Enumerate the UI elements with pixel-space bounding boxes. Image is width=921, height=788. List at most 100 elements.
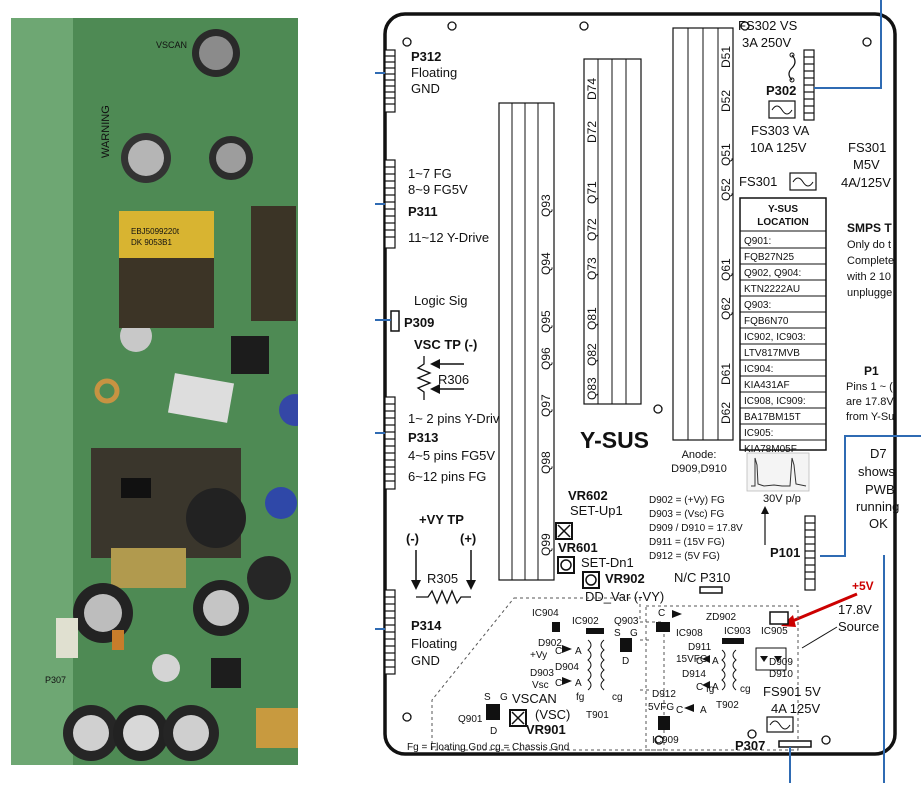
q903-chip [620, 638, 632, 652]
ic908-chip [656, 622, 670, 632]
p314-desc2: GND [411, 653, 440, 668]
schematic-labels: IC904 IC902 Q903 S G D D902 +Vy C A D904… [458, 608, 793, 746]
fg-label-1: fg [576, 692, 584, 703]
r306-label: R306 [438, 372, 469, 387]
table-row-8: IC904: [744, 364, 773, 375]
table-row-12: IC905: [744, 428, 773, 439]
p313-name: P313 [408, 430, 438, 445]
ysus-diagram-svg: P312 Floating GND 1~7 FG 8~9 FG5V P311 1… [375, 0, 921, 783]
heatsink-column-2: D74 D72 Q71 Q72 Q73 Q81 Q82 Q83 [583, 58, 642, 405]
p314-name: P314 [411, 618, 442, 633]
d914-a: A [712, 682, 719, 693]
q83-label: Q83 [585, 377, 599, 400]
t901-label: T901 [586, 710, 609, 721]
vsc-paren-label: (VSC) [535, 707, 570, 722]
diode-note-1: D903 = (Vsc) FG [649, 509, 725, 520]
fs301-fuse-icon [789, 172, 817, 191]
fs302-terminal-icon [789, 52, 795, 58]
table-row-10: IC908, IC909: [744, 396, 806, 407]
p314-desc1: Floating [411, 636, 457, 651]
d911-diode-icon [702, 655, 710, 663]
d62-label: D62 [719, 402, 733, 424]
board-photo-art: EBJ5099220t DK 9053B1 VSCAN P307 WARNING [11, 18, 298, 765]
q61-label: Q61 [719, 258, 733, 281]
fs302-line1: FS302 VS [738, 18, 798, 33]
fg-label-2: fg [706, 684, 714, 695]
t902-label: T902 [716, 700, 739, 711]
table-row-11: BA17BM15T [744, 412, 801, 423]
d72-label: D72 [585, 121, 599, 143]
anode-line1: Anode: [682, 449, 717, 461]
fs302-fuse-icon [788, 54, 796, 81]
q903-s: S [614, 628, 621, 639]
vsc-test-point: VSC TP (-) R306 [414, 337, 477, 400]
smps-line1: Only do t [847, 239, 891, 251]
d910-diode-icon [774, 656, 782, 662]
q901-label: Q901 [458, 714, 483, 725]
vr602-name: VR602 [568, 488, 608, 503]
q901-s: S [484, 692, 491, 703]
p311-line3: 11~12 Y-Drive [408, 230, 489, 245]
d61-label: D61 [719, 363, 733, 385]
anode-line2: D909,D910 [671, 463, 727, 475]
q99-label: Q99 [539, 533, 553, 556]
ic909-chip [658, 716, 670, 730]
vr902-name: VR902 [605, 571, 645, 586]
p310-label: N/C P310 [674, 570, 730, 585]
d74-label: D74 [585, 78, 599, 100]
q901-d: D [490, 726, 497, 737]
ic903-label: IC903 [724, 626, 751, 637]
q901-g: G [500, 692, 508, 703]
ic905-chip [769, 611, 789, 625]
q52-label: Q52 [719, 178, 733, 201]
d52-label: D52 [719, 90, 733, 112]
vr601-trim: VR601 SET-Dn1 [557, 540, 634, 574]
heatsink-column-1: Q93 Q94 Q95 Q96 Q97 Q98 Q99 [498, 102, 555, 581]
connector-p313: 1~ 2 pins Y-Drive P313 4~5 pins FG5V 6~1… [375, 396, 507, 490]
d7-line2: shows [858, 464, 895, 479]
table-row-7: LTV817MVB [744, 348, 800, 359]
fs901-fuse-icon [766, 716, 794, 733]
smps-line2: Complete [847, 255, 894, 267]
fs301-side-line3: 4A/125V [841, 175, 891, 190]
q97-label: Q97 [539, 394, 553, 417]
fs301-side-line2: M5V [853, 157, 880, 172]
d902-c: C [555, 646, 562, 657]
d914-diode-icon [702, 681, 710, 689]
fs901-line1: FS901 5V [763, 684, 821, 699]
vy-test-point: +VY TP (-) (+) R305 [406, 512, 476, 605]
table-row-1: FQB27N25 [744, 252, 794, 263]
t902-coil1-icon [721, 649, 726, 691]
vr902-trim: VR902 DD_Var (-VY) [582, 571, 664, 604]
p307-name: P307 [735, 738, 765, 753]
vr902-desc: DD_Var (-VY) [585, 589, 664, 604]
q96-label: Q96 [539, 347, 553, 370]
d914-c: C [696, 682, 703, 693]
d7-line3: PWB [865, 482, 895, 497]
block-connector [640, 639, 650, 691]
connector-p302: P302 [766, 0, 882, 121]
p310-connector [699, 586, 723, 594]
t901-coil1-icon [587, 639, 592, 691]
q903-label: Q903 [614, 616, 639, 627]
p313-line2: 4~5 pins FG5V [408, 448, 495, 463]
d904-label: D904 [555, 662, 579, 673]
fs302-terminal2-icon [789, 77, 795, 83]
p309-name: P309 [404, 315, 434, 330]
fs302-line2: 3A 250V [742, 35, 791, 50]
p302-name: P302 [766, 83, 796, 98]
vr602-trim: VR602 SET-Up1 [555, 488, 623, 540]
connector-p311: 1~7 FG 8~9 FG5V P311 11~12 Y-Drive [375, 159, 489, 249]
source-line1: 17.8V [838, 602, 872, 617]
table-row-4: Q903: [744, 300, 771, 311]
q903-g: G [630, 628, 638, 639]
zd902-label: ZD902 [706, 612, 736, 623]
q51-label: Q51 [719, 143, 733, 166]
v15fg-label: 15VFG [676, 654, 708, 665]
table-row-3: KTN2222AU [744, 284, 800, 295]
p101-callout-line [820, 435, 921, 557]
ic909-label: IC909 [652, 735, 679, 746]
cg-label-1: cg [612, 692, 623, 703]
waveform-graph [746, 452, 810, 492]
d909-diode-icon [760, 656, 768, 662]
